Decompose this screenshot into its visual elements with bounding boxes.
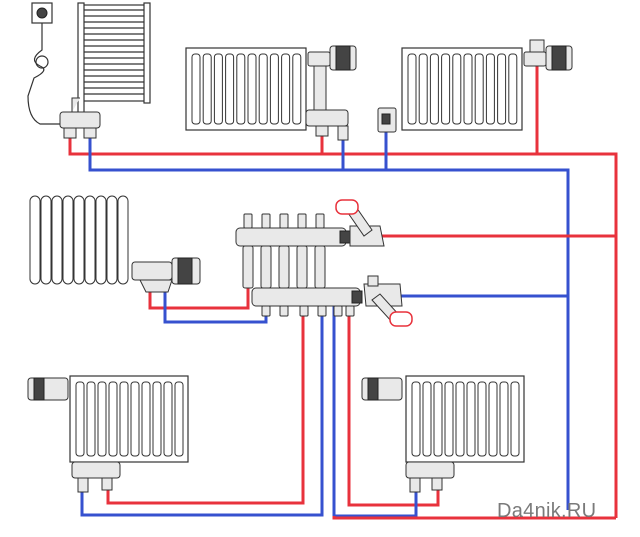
radiator-fin xyxy=(97,381,107,457)
radiator-fin xyxy=(278,245,290,289)
radiator-fin xyxy=(499,381,509,457)
manifold-icon xyxy=(235,213,363,317)
radiator-fin xyxy=(477,381,487,457)
radiator-fin xyxy=(261,213,271,229)
radiator-fin xyxy=(106,195,118,285)
thermostat-icon xyxy=(305,45,357,141)
radiator-fin xyxy=(441,53,451,125)
cold-mid-radiator xyxy=(163,290,268,324)
radiator-top-middle xyxy=(185,45,357,141)
radiator-fin xyxy=(163,381,173,457)
watermark-text: Da4nik.RU xyxy=(497,500,597,522)
towel-rail-icon xyxy=(59,2,151,139)
radiator-fin xyxy=(243,213,253,229)
hot-main-bottom xyxy=(332,516,616,520)
radiator-fin xyxy=(279,213,289,229)
radiator-fin xyxy=(260,245,272,289)
radiator-fin xyxy=(455,381,465,457)
radiator-fin xyxy=(466,381,476,457)
hot-bottom-right xyxy=(347,300,440,507)
radiator-fin xyxy=(281,53,291,125)
valve-icon xyxy=(405,461,455,493)
radiator-fin xyxy=(202,53,212,125)
radiator-fin xyxy=(108,381,118,457)
radiator-fin xyxy=(40,195,52,285)
radiator-fin xyxy=(314,245,326,289)
radiator-fin xyxy=(485,53,495,125)
filter-icon xyxy=(335,199,385,247)
radiator-fin xyxy=(317,305,327,317)
radiator-fin xyxy=(444,381,454,457)
radiator-fin xyxy=(292,53,302,125)
radiator-fin xyxy=(242,245,254,289)
radiator-fin xyxy=(510,381,520,457)
thermostat-icon xyxy=(27,377,69,401)
radiator-fin xyxy=(315,213,325,229)
radiator-fin xyxy=(269,53,279,125)
radiator-fin xyxy=(174,381,184,457)
room-thermostat-icon xyxy=(27,2,60,125)
pipes xyxy=(68,60,618,520)
radiator-fin xyxy=(279,305,289,317)
radiator-fin xyxy=(73,195,85,285)
radiator-fin xyxy=(247,53,257,125)
radiator-fin xyxy=(463,53,473,125)
radiator-fin xyxy=(474,53,484,125)
hot-bottom-left xyxy=(106,300,305,505)
radiator-bottom-right xyxy=(361,375,525,493)
radiator-fin xyxy=(75,381,85,457)
radiator-fin xyxy=(508,53,518,125)
radiator-fin xyxy=(418,53,428,125)
radiator-fin xyxy=(62,195,74,285)
radiator-fin xyxy=(213,53,223,125)
radiator-middle-left xyxy=(29,195,201,293)
radiator-fin xyxy=(130,381,140,457)
cold-bottom-right xyxy=(332,300,418,518)
radiator-fin xyxy=(117,195,129,285)
radiator-fin xyxy=(191,53,201,125)
radiator-fin xyxy=(433,381,443,457)
radiator-fin xyxy=(296,245,308,289)
radiator-fin xyxy=(333,305,343,317)
radiator-fin xyxy=(497,53,507,125)
radiator-fin xyxy=(141,381,151,457)
valve-icon xyxy=(71,461,121,493)
cold-main-top xyxy=(88,138,570,510)
cold-bottom-left xyxy=(80,300,324,517)
radiator-fin xyxy=(119,381,129,457)
radiator-bottom-left xyxy=(27,375,189,493)
radiator-fin xyxy=(261,305,271,317)
radiator-fin xyxy=(95,195,107,285)
radiator-fin xyxy=(429,53,439,125)
radiator-fin xyxy=(407,53,417,125)
radiator-fin xyxy=(86,381,96,457)
radiator-fin xyxy=(236,53,246,125)
radiator-fin xyxy=(345,305,355,317)
radiator-fin xyxy=(488,381,498,457)
thermostat-icon xyxy=(361,377,403,401)
filter-icon xyxy=(363,275,413,327)
radiator-fin xyxy=(299,305,309,317)
radiator-fin xyxy=(51,195,63,285)
radiator-fin xyxy=(258,53,268,125)
radiator-fin xyxy=(422,381,432,457)
radiator-fin xyxy=(29,195,41,285)
radiator-fin xyxy=(411,381,421,457)
radiator-fin xyxy=(152,381,162,457)
radiator-fin xyxy=(225,53,235,125)
valve-icon xyxy=(377,107,397,133)
radiator-fin xyxy=(452,53,462,125)
radiator-top-right xyxy=(377,39,573,133)
thermostat-icon xyxy=(131,257,201,293)
radiator-fin xyxy=(297,213,307,229)
radiator-fin xyxy=(84,195,96,285)
thermostat-icon xyxy=(523,39,573,71)
